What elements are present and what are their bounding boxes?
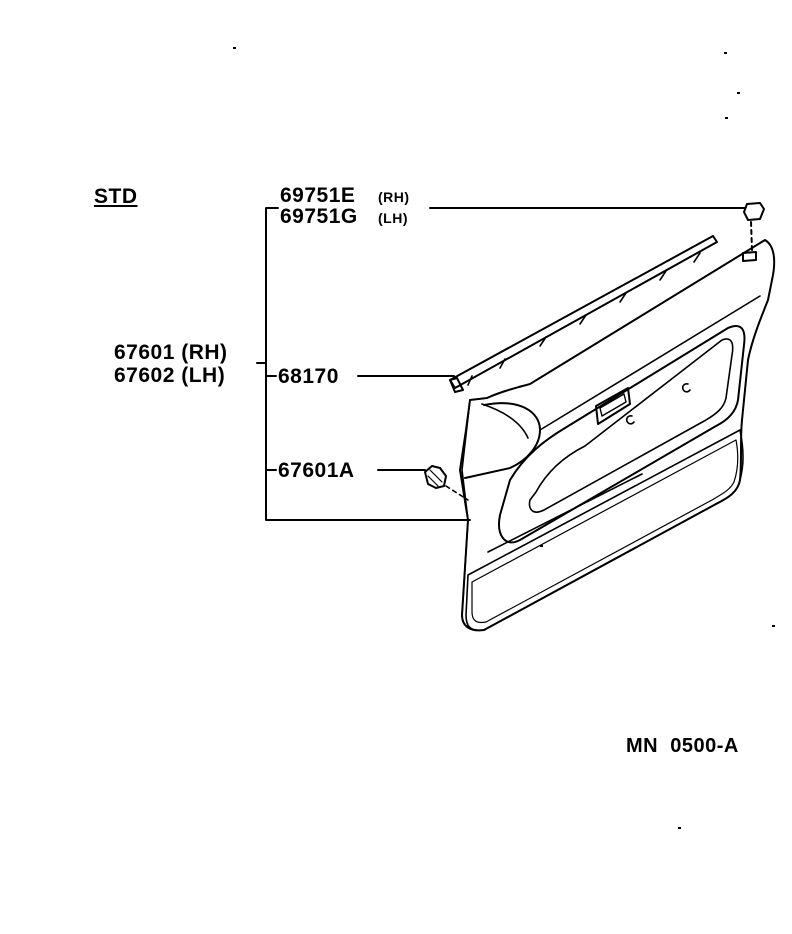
scan-speck — [233, 47, 236, 49]
armrest-pocket-outer — [498, 325, 746, 544]
scan-speck — [737, 92, 740, 94]
trim-left-flange — [461, 399, 471, 616]
fastener-clip-ribs — [427, 469, 443, 487]
scan-speck — [772, 625, 775, 627]
clip-seat — [742, 251, 757, 262]
fastener-clip-dash — [445, 485, 469, 501]
hole-right — [681, 382, 691, 393]
weatherstrip-clips — [467, 252, 701, 386]
handle-recess — [595, 387, 631, 425]
scan-speck — [724, 52, 727, 54]
weatherstrip-rail — [449, 235, 718, 389]
fastener-clip-part: 67601A — [278, 459, 355, 482]
weatherstrip-tab-end — [449, 377, 464, 393]
trim-upper-ridge — [539, 295, 761, 431]
upper-clip-dash — [750, 221, 753, 251]
hole-left — [625, 414, 635, 425]
handle-recess-inner — [599, 393, 627, 417]
trim-top-roll — [464, 402, 541, 479]
trim-lower-panel-inner — [471, 439, 739, 624]
trim-board-part-lh: 67602 (LH) — [114, 364, 226, 387]
weatherstrip-part: 68170 — [278, 365, 339, 388]
trim-lower-panel — [465, 429, 744, 632]
clip-top-part-rh: 69751E — [280, 184, 356, 207]
clip-top-part-lh: 69751G — [280, 205, 358, 228]
armrest-pocket-inner — [528, 338, 734, 513]
drawing-code: MN 0500-A — [626, 735, 739, 757]
upper-clip-shape — [743, 202, 765, 221]
trim-top-roll-line — [481, 403, 529, 439]
section-label-std: STD — [94, 185, 138, 208]
scan-speck — [540, 545, 543, 547]
clip-top-side-lh: (LH) — [378, 210, 408, 226]
trim-board-part-rh: 67601 (RH) — [114, 341, 228, 364]
trim-stripe — [487, 473, 643, 553]
scan-speck — [725, 117, 728, 119]
scan-speck — [678, 827, 681, 829]
fastener-clip-shape — [424, 465, 447, 489]
clip-top-side-rh: (RH) — [378, 189, 410, 205]
